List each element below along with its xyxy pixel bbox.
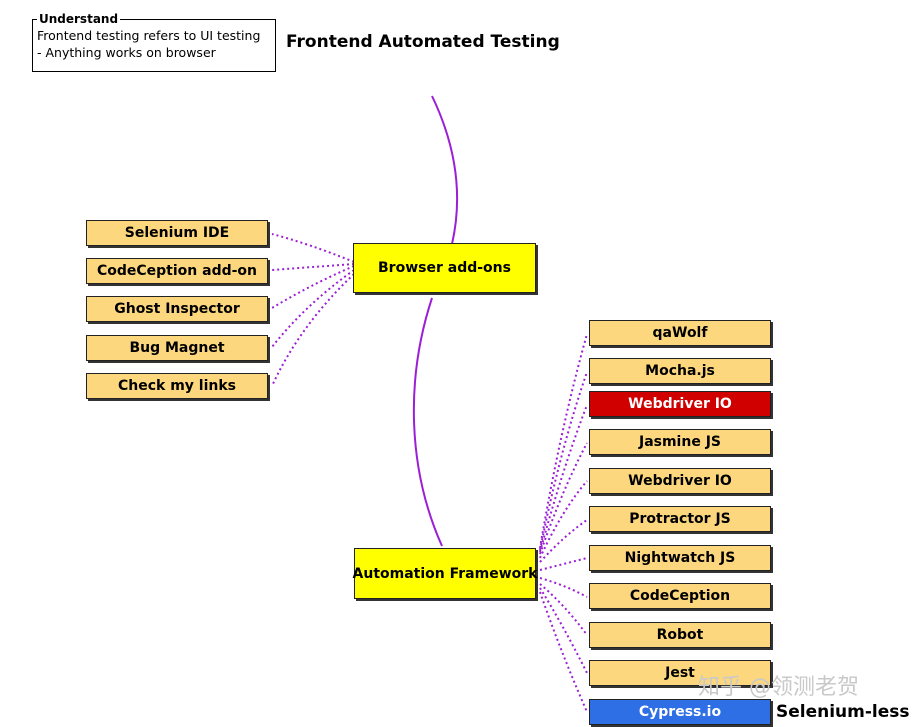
connector-robot <box>539 583 588 636</box>
branch-curve-top <box>431 95 459 245</box>
leaf-nightwatch-js[interactable]: Nightwatch JS <box>589 545 771 571</box>
connector-cypress <box>539 591 588 713</box>
connector-jest <box>539 587 588 674</box>
connector-qawolf <box>539 333 588 549</box>
leaf-ghost-inspector[interactable]: Ghost Inspector <box>86 296 268 322</box>
connector-webdriverio <box>539 480 588 559</box>
leaf-selenium-ide[interactable]: Selenium IDE <box>86 220 268 246</box>
leaf-check-my-links[interactable]: Check my links <box>86 373 268 399</box>
connector-protractor <box>539 519 588 563</box>
leaf-mochajs[interactable]: Mocha.js <box>589 358 771 384</box>
note-title: Understand <box>37 12 121 26</box>
watermark: 知乎 @领测老贺 <box>698 675 859 700</box>
leaf-codeception-addon[interactable]: CodeCeption add-on <box>86 258 268 284</box>
connector-check-my-links <box>271 273 355 387</box>
connector-mochajs <box>539 371 588 551</box>
leaf-webdriver-io[interactable]: Webdriver IO <box>589 468 771 494</box>
connector-nightwatch <box>539 557 588 571</box>
diagram-title: Frontend Automated Testing <box>286 32 560 52</box>
leaf-codeception[interactable]: CodeCeption <box>589 583 771 609</box>
connector-codeception-addon <box>271 263 355 271</box>
understand-note: Understand Frontend testing refers to UI… <box>32 13 276 72</box>
leaf-jest[interactable]: Jest <box>589 660 771 686</box>
note-line-1: Frontend testing refers to UI testing <box>37 28 261 43</box>
automation-framework-node[interactable]: Automation Framework <box>353 548 537 599</box>
connector-webdriverio-red <box>539 404 588 553</box>
leaf-cypress-io[interactable]: Cypress.io <box>589 699 771 725</box>
selenium-less-label: Selenium-less <box>776 702 910 722</box>
connector-selenium-ide <box>271 233 355 263</box>
branch-curve-middle <box>412 297 443 547</box>
connector-ghost-inspector <box>271 265 355 309</box>
connector-bug-magnet <box>271 269 355 348</box>
leaf-protractor-js[interactable]: Protractor JS <box>589 506 771 532</box>
leaf-robot[interactable]: Robot <box>589 622 771 648</box>
browser-addons-node[interactable]: Browser add-ons <box>353 243 536 293</box>
connector-codeception <box>539 577 588 598</box>
leaf-bug-magnet[interactable]: Bug Magnet <box>86 335 268 361</box>
connector-jasmine <box>539 442 588 555</box>
leaf-qawolf[interactable]: qaWolf <box>589 320 771 346</box>
note-line-2: - Anything works on browser <box>37 45 216 60</box>
leaf-jasmine-js[interactable]: Jasmine JS <box>589 429 771 455</box>
leaf-webdriver-io-highlighted[interactable]: Webdriver IO <box>589 391 771 417</box>
